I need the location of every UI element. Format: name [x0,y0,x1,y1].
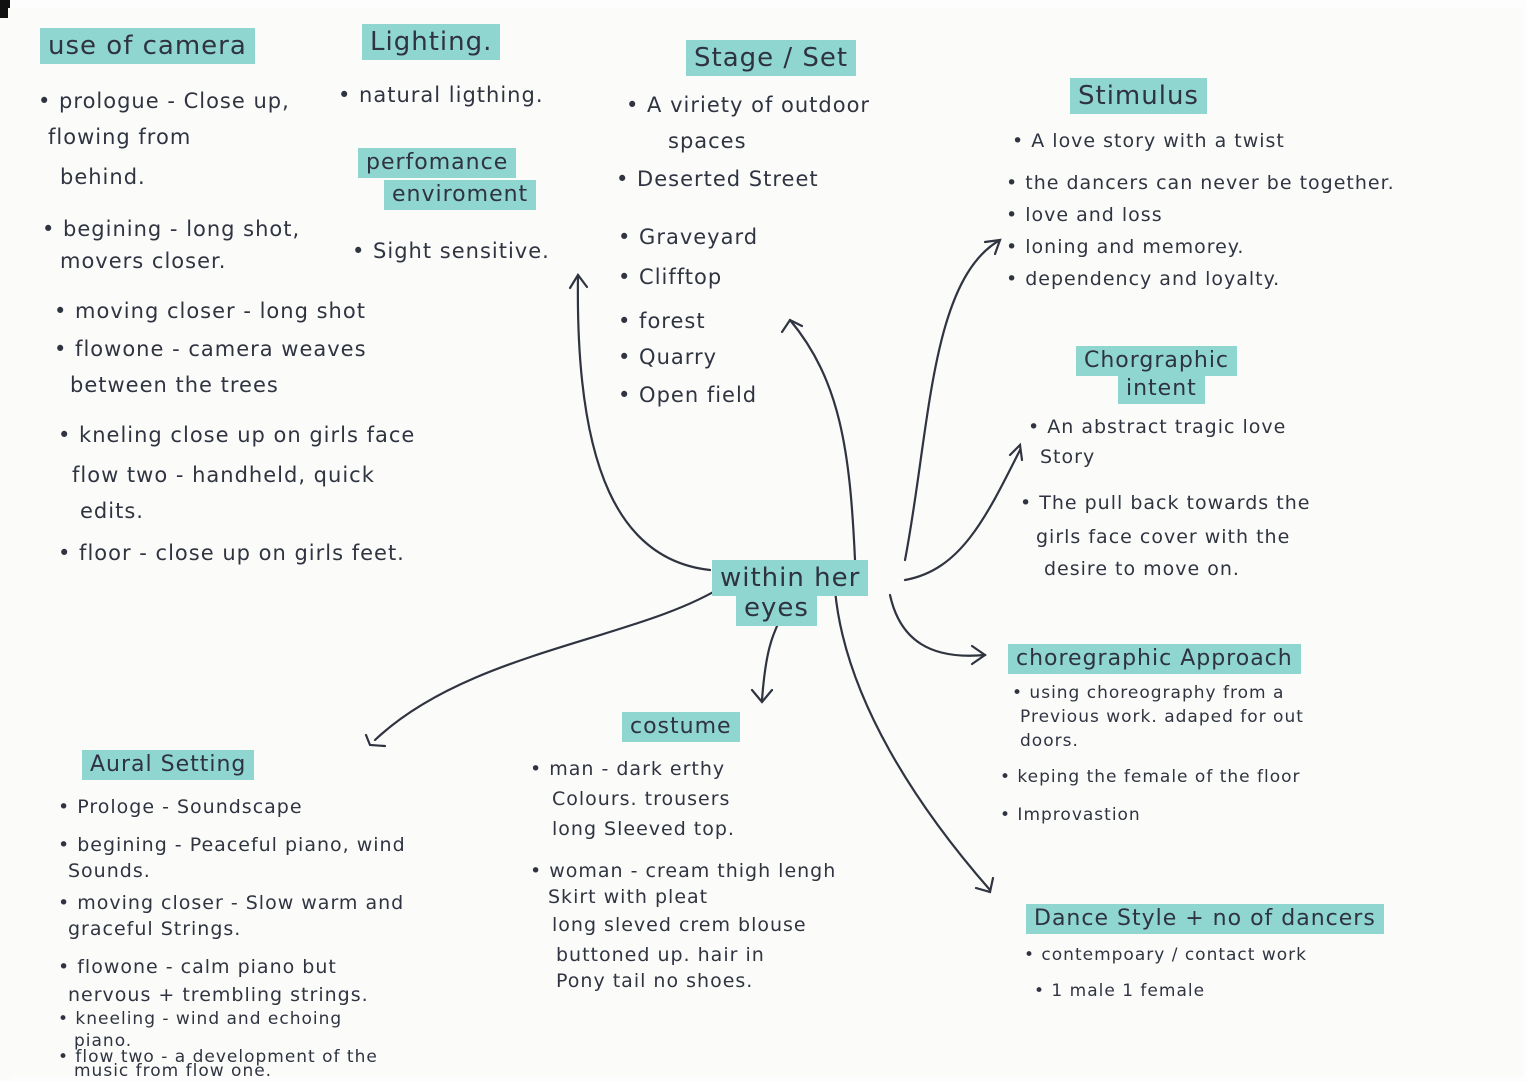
choreographic-intent-item: • The pull back towards the [1020,492,1311,514]
stage-set-item: spaces [668,129,747,153]
stage-set-item: • Quarry [618,345,718,369]
camera-item: flow two - handheld, quick [72,463,375,487]
arrowhead [750,688,774,704]
choreographic-intent-item: desire to move on. [1044,558,1240,580]
costume-heading: costume [622,712,740,742]
lighting-heading: Lighting. [362,24,501,60]
arrow-to-stimulus [903,238,1002,562]
camera-item: between the trees [70,373,279,397]
choreographic-approach-item: • keping the female of the floor [1000,767,1301,787]
costume-item: long Sleeved top. [552,818,735,840]
choreographic-approach-item: doors. [1020,731,1079,751]
stimulus-heading: Stimulus [1070,78,1207,114]
costume-item: long sleved crem blouse [552,914,807,936]
arrow-to-choreographic-intent [903,448,1022,582]
camera-item: • begining - long shot, [42,217,301,241]
stage-set-item: • forest [618,309,706,333]
arrowhead [983,238,1002,256]
costume-item: • man - dark erthy [530,758,726,780]
aural-setting-item: • moving closer - Slow warm and [58,892,405,914]
arrow-to-performance-environment [576,273,712,572]
stimulus-item: • dependency and loyalty. [1006,268,1281,290]
use-of-camera-heading: use of camera [40,28,255,64]
stage-set-item: • A viriety of outdoor [626,93,871,117]
arrowhead [974,876,995,894]
aural-setting-item: piano. [74,1031,133,1051]
stage-set-item: • Graveyard [618,225,759,249]
costume-item: Skirt with pleat [548,886,709,908]
paper [8,8,1523,1076]
camera-item: • kneling close up on girls face [58,423,416,447]
stimulus-item: • loning and memorey. [1006,236,1245,258]
performance-environment-heading-line2: enviroment [384,180,537,210]
camera-item: • flowone - camera weaves [54,337,367,361]
costume-item: Pony tail no shoes. [556,970,754,992]
aural-setting-item: nervous + trembling strings. [68,984,369,1006]
aural-setting-item: • kneeling - wind and echoing [58,1009,343,1029]
stimulus-item: • A love story with a twist [1012,130,1285,152]
stage-set-heading: Stage / Set [686,40,857,76]
aural-setting-item: graceful Strings. [68,918,242,940]
aural-setting-item: Sounds. [68,860,151,882]
lighting-item: • natural ligthing. [338,83,544,107]
arrowhead [1008,442,1024,462]
aural-setting-item: • flow two - a development of the [58,1047,378,1067]
aural-setting-item: • begining - Peaceful piano, wind [58,834,406,856]
aural-setting-heading: Aural Setting [82,750,255,780]
camera-item: movers closer. [60,249,227,273]
choreographic-approach-item: • Improvastion [1000,805,1141,825]
choreographic-intent-heading-line2: intent [1118,374,1205,404]
camera-item: • prologue - Close up, [38,89,290,113]
stage-set-item: • Open field [618,383,758,407]
page-edge-mask [0,18,10,1080]
costume-item: buttoned up. hair in [556,944,765,966]
aural-setting-item: music from flow one. [74,1061,273,1081]
aural-setting-item: • flowone - calm piano but [58,956,337,978]
choreographic-approach-item: Previous work. adaped for out [1020,707,1304,727]
arrowhead [780,318,804,334]
camera-item: • floor - close up on girls feet. [58,541,405,565]
choreographic-intent-item: Story [1040,446,1096,468]
choreographic-intent-heading-line1: Chorgraphic [1076,346,1238,376]
dance-style-item: • 1 male 1 female [1034,981,1206,1001]
arrow-to-dance-style [833,588,992,892]
dance-style-item: • contempoary / contact work [1024,945,1307,965]
camera-item: • moving closer - long shot [54,299,366,323]
arrowhead [568,273,589,290]
choreographic-intent-item: girls face cover with the [1036,526,1291,548]
performance-environment-heading-line1: perfomance [358,148,517,178]
stage-set-item: • Deserted Street [616,167,819,191]
arrow-to-stage-set [788,318,857,562]
stage-set-item: • Clifftop [618,265,723,289]
stimulus-item: • the dancers can never be together. [1006,172,1395,194]
arrowhead [364,733,387,748]
center-title-line2: eyes [736,590,817,626]
arrowhead [970,644,987,666]
costume-item: Colours. trousers [552,788,731,810]
choreographic-approach-item: • using choreography from a [1012,683,1285,703]
stimulus-item: • love and loss [1006,204,1163,226]
performance-environment-item: • Sight sensitive. [352,239,550,263]
camera-item: behind. [60,165,146,189]
costume-item: • woman - cream thigh lengh [530,860,837,882]
arrow-to-aural-setting [373,583,727,742]
camera-item: edits. [80,499,144,523]
choreographic-approach-heading: choregraphic Approach [1008,644,1301,674]
aural-setting-item: • Prologe - Soundscape [58,796,303,818]
choreographic-intent-item: • An abstract tragic love [1028,416,1287,438]
arrow-to-choreographic-approach [888,593,987,657]
dance-style-heading: Dance Style + no of dancers [1026,904,1384,934]
camera-item: flowing from [48,125,192,149]
